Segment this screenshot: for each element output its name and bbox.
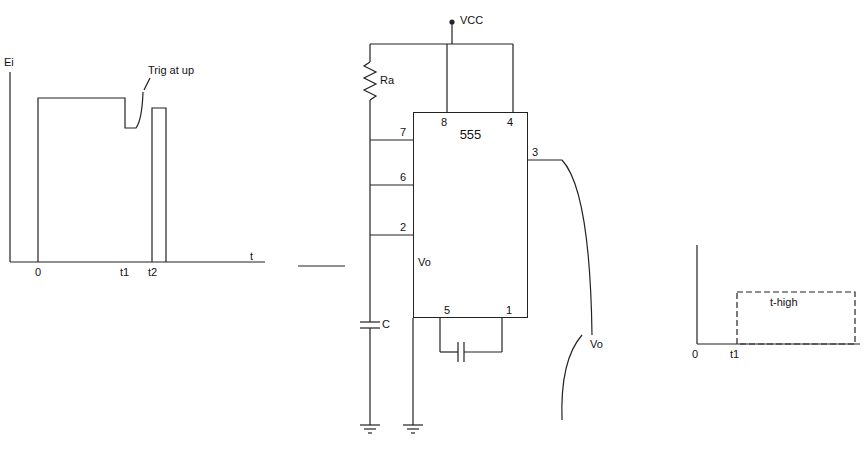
leader-line: [562, 160, 592, 335]
capacitor-symbol: [457, 342, 458, 362]
wire: [451, 22, 452, 44]
pin-number: 1: [506, 304, 512, 316]
resistor-symbol: [364, 62, 376, 100]
axis-name: Ei: [4, 56, 14, 68]
axis-tick: t1: [120, 266, 129, 278]
pin-number: 8: [441, 116, 447, 128]
part-name: C: [382, 318, 390, 330]
capacitor-symbol: [360, 321, 380, 322]
axis-name: t: [250, 250, 253, 262]
wire: [370, 139, 413, 140]
signal-name: VCC: [460, 14, 483, 26]
leader-line: [562, 335, 582, 420]
pin-number: 6: [400, 171, 406, 183]
pin-number: 7: [400, 126, 406, 138]
signal-name: Vo: [418, 256, 431, 268]
pulse-width: t-high: [770, 296, 798, 308]
pin-number: 3: [532, 146, 538, 158]
ground-symbol: [360, 425, 380, 433]
annotation: Trig at up: [148, 64, 194, 76]
pin-number: 5: [444, 304, 450, 316]
input-waveform: [152, 108, 166, 262]
axis-line: [10, 261, 265, 262]
axis-tick: t2: [148, 266, 157, 278]
axis-tick: t1: [730, 348, 739, 360]
wire: [369, 44, 370, 62]
wire: [412, 318, 413, 425]
axis-tick: 0: [35, 266, 41, 278]
axis-line: [696, 245, 697, 344]
wire: [369, 328, 370, 425]
wire: [298, 265, 345, 266]
wire: [464, 351, 502, 352]
wire: [440, 351, 458, 352]
pin-number: 4: [507, 116, 513, 128]
input-waveform: [38, 92, 143, 262]
wire: [370, 43, 513, 44]
axis-line: [9, 72, 10, 262]
wire: [370, 184, 413, 185]
ic-chip-box: 555: [413, 112, 528, 318]
output-pulse: [737, 292, 855, 344]
wire: [512, 44, 513, 112]
signal-name: Vo: [590, 338, 603, 350]
wire: [446, 44, 447, 112]
wire: [501, 318, 502, 352]
wire: [370, 234, 413, 235]
wire: [439, 318, 440, 352]
wire: [369, 100, 370, 322]
wire: [528, 159, 562, 160]
axis-tick: 0: [692, 348, 698, 360]
pin-number: 2: [400, 221, 406, 233]
part-name: Ra: [380, 74, 394, 86]
ground-symbol: [403, 425, 423, 433]
leader-line: [144, 78, 150, 90]
